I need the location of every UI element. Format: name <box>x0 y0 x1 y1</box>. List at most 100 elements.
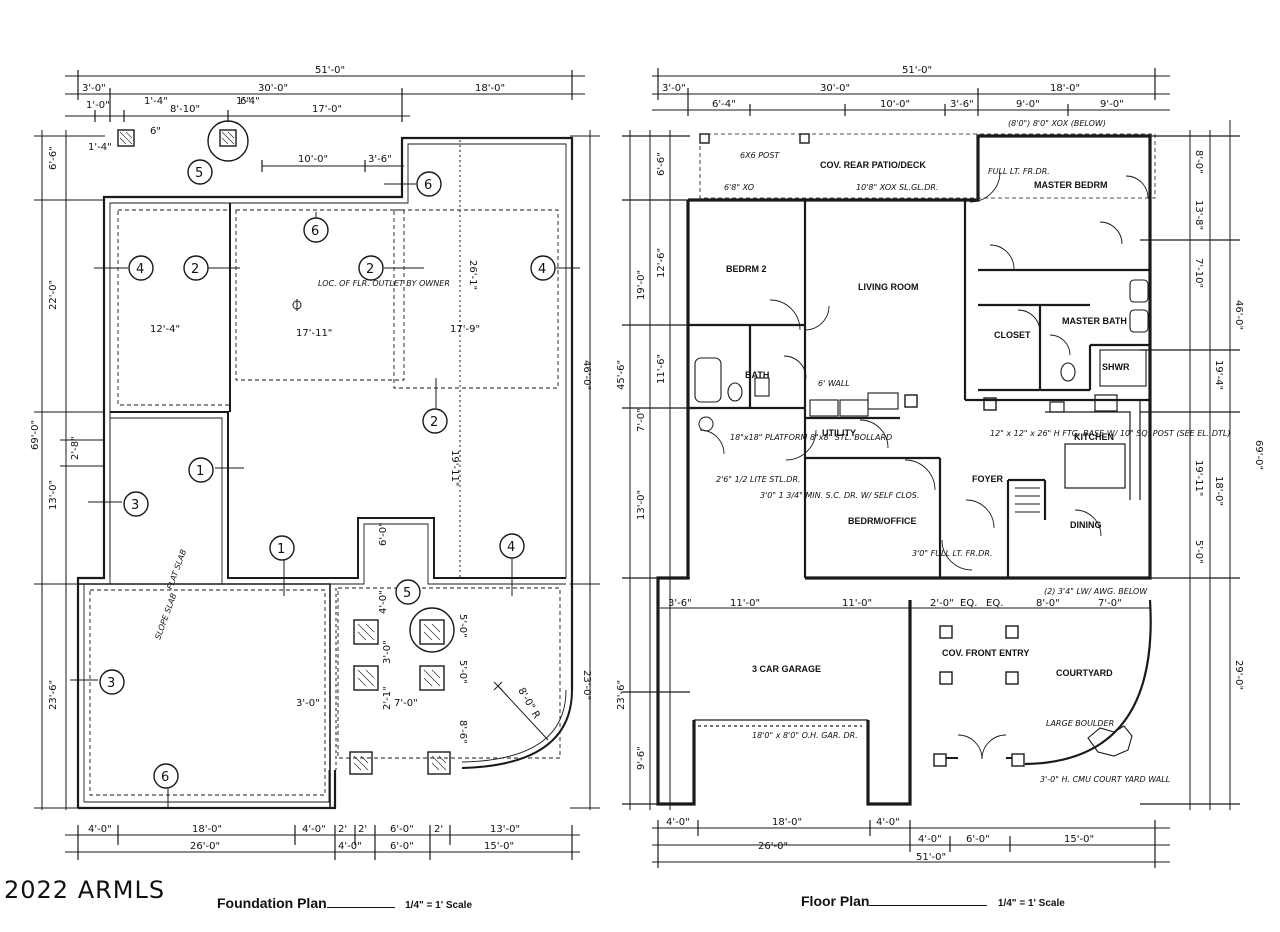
flp-dim-mid-4: 2'-0" <box>930 598 954 609</box>
section-tag: 4 <box>538 262 546 277</box>
flp-dim-right-3: 7'-10" <box>1193 258 1204 288</box>
flp-dim-left-4: 45'-6" <box>616 360 627 390</box>
fp-dim-right-2: 46'-0" <box>581 360 592 390</box>
note-full-lite: FULL LT. FR.DR. <box>988 167 1050 176</box>
flp-dim-left-3: 19'-0" <box>636 270 647 300</box>
flp-dim-mid-8: 7'-0" <box>1098 598 1122 609</box>
flp-dim-2-5: 9'-0" <box>1100 99 1124 110</box>
flp-dim-right-5: 46'-0" <box>1233 300 1244 330</box>
section-tag: 5 <box>403 586 411 601</box>
flp-left-dims: 6'-6" 12'-6" 19'-0" 45'-6" 11'-6" 7'-0" … <box>616 152 667 770</box>
room-master-bath: MASTER BATH <box>1062 316 1127 326</box>
fp-dim-mid-4: 6'-0" <box>378 522 389 546</box>
fp-dim-bot-6: 6'-0" <box>390 824 414 835</box>
flp-dim-left-6: 7'-0" <box>636 408 647 432</box>
flp-dim-bot-3: 4'-0" <box>876 817 900 828</box>
flp-dim-left-5: 11'-6" <box>656 354 667 384</box>
fp-dim-right-1: 26'-1" <box>467 260 478 290</box>
flp-dim-bot-5: 6'-0" <box>966 834 990 845</box>
flp-dim-mid-7: 8'-0" <box>1036 598 1060 609</box>
fp-dim-left-5: 13'-0" <box>48 480 59 510</box>
section-tag: 3 <box>107 676 115 691</box>
room-closet: CLOSET <box>994 330 1031 340</box>
note-court-wall: 3'-0" H. CMU COURT YARD WALL <box>1040 775 1170 784</box>
fp-dim-mid-2: 17'-11" <box>296 328 332 339</box>
foundation-plan-caption: Foundation Plan 1/4" = 1' Scale <box>217 895 472 913</box>
flp-dim-2-1: 6'-4" <box>712 99 736 110</box>
room-labels: COV. REAR PATIO/DECK MASTER BEDRM BEDRM … <box>726 160 1130 678</box>
foundation-plan-title: Foundation Plan <box>217 895 327 911</box>
fp-dim-mid-8: 2'-1" <box>382 686 393 710</box>
flp-dim-bot-4: 4'-0" <box>918 834 942 845</box>
note-patio-door: 6'8" XO <box>724 183 754 192</box>
section-tag: 3 <box>131 498 139 513</box>
room-bedrm-2: BEDRM 2 <box>726 264 767 274</box>
room-rear-patio: COV. REAR PATIO/DECK <box>820 160 926 170</box>
fp-dim-mid-1: 12'-4" <box>150 324 180 335</box>
room-front-entry: COV. FRONT ENTRY <box>942 648 1029 658</box>
fp-dim-top-1: 3'-0" <box>82 83 106 94</box>
room-shwr: SHWR <box>1102 362 1130 372</box>
fp-dim-left-3: 69'-0" <box>30 420 41 450</box>
floor-plan-title: Floor Plan <box>801 893 870 909</box>
room-bedrm-office: BEDRM/OFFICE <box>848 516 917 526</box>
note-post: 6X6 POST <box>740 151 780 160</box>
section-tag: 6 <box>424 178 432 193</box>
room-master-bedrm: MASTER BEDRM <box>1034 180 1108 190</box>
fp-dim-mid-10: 3'-0" <box>296 698 320 709</box>
fp-dim-6in: 6" <box>150 126 161 137</box>
room-dining: DINING <box>1070 520 1102 530</box>
fp-dim-bot-7: 2' <box>434 824 443 835</box>
fp-dim-bot2-2: 4'-0" <box>338 841 362 852</box>
room-garage: 3 CAR GARAGE <box>752 664 821 674</box>
flp-dim-left-9: 9'-6" <box>636 746 647 770</box>
flp-dim-bot-6: 15'-0" <box>1064 834 1094 845</box>
fp-dim-mid-7: 3'-0" <box>382 640 393 664</box>
fp-note-slope-slab: SLOPE SLAB <box>153 592 178 641</box>
flp-dim-left-7: 13'-0" <box>636 490 647 520</box>
fp-dim-bot-5: 2' <box>358 824 367 835</box>
fp-dim-left-4: 2'-8" <box>70 436 81 460</box>
fp-dim-bot2-3: 6'-0" <box>390 841 414 852</box>
flp-dim-right-10: 29'-0" <box>1233 660 1244 690</box>
flp-dim-left-8: 23'-6" <box>616 680 627 710</box>
note-sc-door: 3'0" 1 3/4" MIN. S.C. DR. W/ SELF CLOS. <box>760 491 919 500</box>
fp-dim-mid-12: 8'-6" <box>457 720 468 744</box>
flp-overall-width: 51'-0" <box>902 65 932 76</box>
fp-right-dims: 26'-1" 46'-0" 19'-11" 23'-0" <box>449 260 592 700</box>
note-half-lite: 2'6" 1/2 LITE STL.DR. <box>716 475 801 484</box>
note-garage-door: 18'0" x 8'0" O.H. GAR. DR. <box>752 731 858 740</box>
flp-dim-mid-5: EQ. <box>960 598 977 609</box>
note-boulder: LARGE BOULDER <box>1046 719 1114 728</box>
room-kitchen: KITCHEN <box>1074 432 1114 442</box>
foundation-plan <box>34 70 600 860</box>
section-tag: 1 <box>196 464 204 479</box>
fp-dim-bot-4: 2' <box>338 824 347 835</box>
room-bath: BATH <box>745 370 769 380</box>
fp-section-tags: 5 6 6 4 2 2 4 2 1 3 1 4 5 3 6 <box>107 166 546 785</box>
flp-dim-2-4: 9'-0" <box>1016 99 1040 110</box>
note-dining-window: (2) 3'4" LW/ AWG. BELOW <box>1044 587 1148 596</box>
fp-dim-inner-1: 10'-0" <box>298 154 328 165</box>
note-master-window: (8'0") 8'0" XOX (BELOW) <box>1008 119 1106 128</box>
flp-dim-right-2: 13'-8" <box>1193 200 1204 230</box>
floor-plan-underline <box>869 905 988 906</box>
flp-dim-mid-2: 11'-0" <box>730 598 760 609</box>
fp-dim-left-1: 6'-6" <box>48 146 59 170</box>
fp-dim-mid-5: 4'-0" <box>378 590 389 614</box>
fp-dim-bot-3: 4'-0" <box>302 824 326 835</box>
section-tag: 4 <box>136 262 144 277</box>
note-slider: 10'8" XOX SL.GL.DR. <box>856 183 939 192</box>
fp-dim-2-5: 17'-0" <box>312 104 342 115</box>
room-courtyard: COURTYARD <box>1056 668 1113 678</box>
fp-dim-top-2: 30'-0" <box>258 83 288 94</box>
flp-dim-right-1: 8'-0" <box>1193 150 1204 174</box>
fp-dim-bot-1: 4'-0" <box>88 824 112 835</box>
section-tag: 5 <box>195 166 203 181</box>
flp-dim-top-2: 30'-0" <box>820 83 850 94</box>
foundation-plan-scale: 1/4" = 1' Scale <box>405 900 472 911</box>
floor-plan <box>622 68 1240 868</box>
section-tag: 2 <box>191 262 199 277</box>
section-tag: 4 <box>507 540 515 555</box>
